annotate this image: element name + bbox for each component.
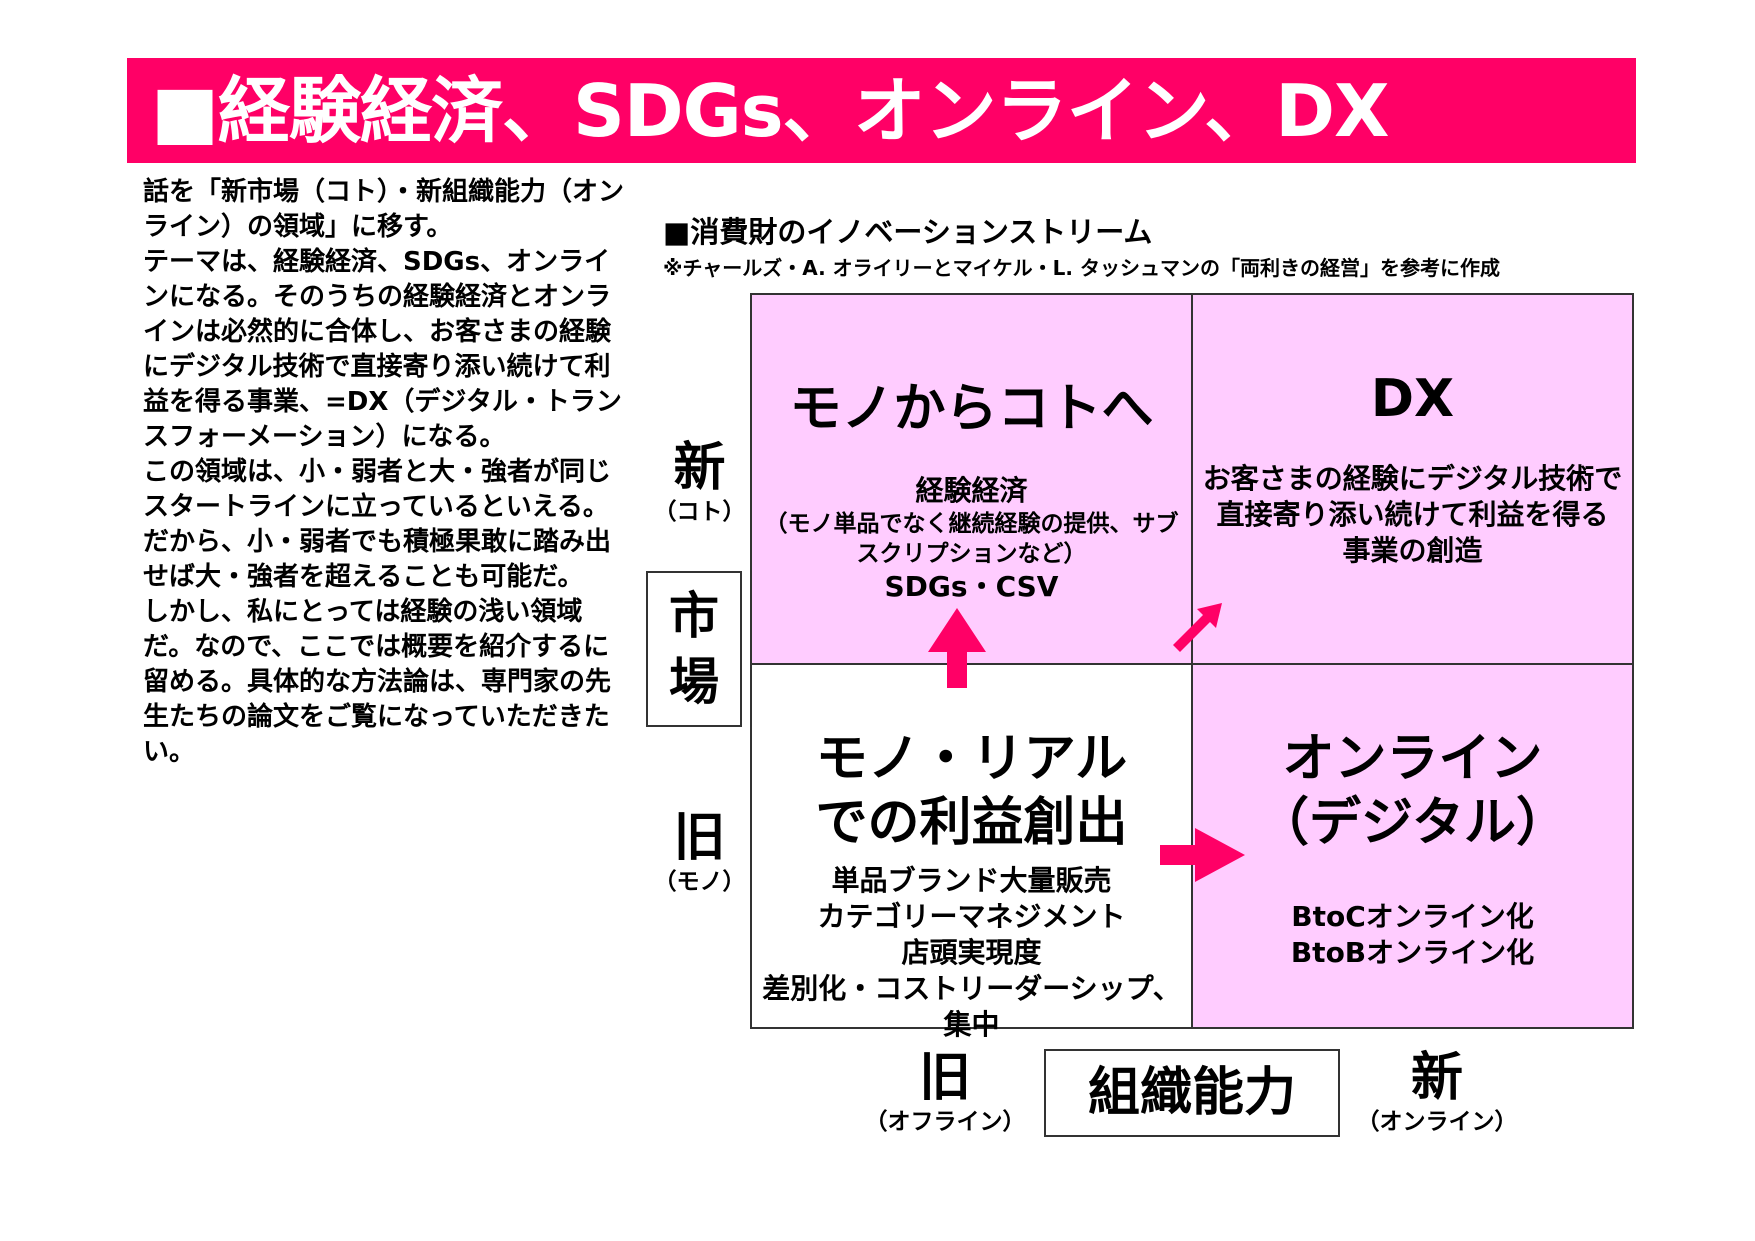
x-axis-old-sub: （オフライン） bbox=[864, 1109, 1026, 1135]
y-axis-old-label: 旧 bbox=[673, 808, 726, 868]
quadrant-text: 直接寄り添い続けて利益を得る bbox=[1216, 498, 1609, 531]
y-axis-name-line1: 市 bbox=[669, 587, 719, 645]
diagram-note: ※チャールズ・A. オライリーとマイケル・L. タッシュマンの「両利きの経営」を… bbox=[663, 256, 1500, 280]
up-arrow bbox=[928, 608, 986, 688]
quadrant-text: BtoCオンライン化 bbox=[1291, 900, 1534, 933]
quadrant-title: DX bbox=[1370, 369, 1455, 429]
quadrant-bottom-left: モノ・リアル での利益創出 単品ブランド大量販売 カテゴリーマネジメント 店頭実… bbox=[752, 665, 1193, 1041]
intro-paragraph: 話を「新市場（コト）・新組織能力（オンライン）の領域」に移す。 bbox=[143, 177, 625, 242]
quadrant-bottom-right: オンライン （デジタル） BtoCオンライン化 BtoBオンライン化 bbox=[1193, 665, 1632, 1027]
quadrant-text: BtoBオンライン化 bbox=[1290, 936, 1535, 969]
intro-paragraph: テーマは、経験経済、SDGs、オンラインになる。そのうちの経験経済とオンラインは… bbox=[143, 247, 622, 452]
quadrant-text: SDGs・CSV bbox=[884, 570, 1059, 603]
quadrant-title: での利益創出 bbox=[815, 793, 1128, 853]
quadrant-text: 事業の創造 bbox=[1342, 534, 1483, 567]
page-title: ■経験経済、SDGs、オンライン、DX bbox=[151, 69, 1390, 153]
quadrant-title: （デジタル） bbox=[1257, 793, 1568, 853]
quadrant-text: スクリプションなど） bbox=[856, 541, 1087, 567]
x-axis-old-label: 旧 bbox=[918, 1048, 971, 1108]
quadrant-text: 差別化・コストリーダーシップ、集中 bbox=[762, 972, 1181, 1041]
quadrant-grid: モノからコトへ 経験経済 （モノ単品でなく継続経験の提供、サブ スクリプションな… bbox=[750, 293, 1634, 1041]
quadrant-text: お客さまの経験にデジタル技術で bbox=[1202, 462, 1623, 495]
x-axis-old: 旧 （オフライン） bbox=[860, 1048, 1030, 1136]
quadrant-title: オンライン bbox=[1282, 729, 1543, 789]
quadrant-title: モノからコトへ bbox=[789, 379, 1154, 439]
intro-paragraph: この領域は、小・弱者と大・強者が同じスタートラインに立っているといえる。だから、… bbox=[143, 457, 612, 592]
x-axis-new-label: 新 bbox=[1410, 1048, 1463, 1108]
quadrant-text: 店頭実現度 bbox=[901, 936, 1042, 969]
quadrant-text: （モノ単品でなく継続経験の提供、サブ bbox=[764, 511, 1179, 537]
intro-text: 話を「新市場（コト）・新組織能力（オンライン）の領域」に移す。 テーマは、経験経… bbox=[143, 175, 633, 770]
x-axis-new: 新 （オンライン） bbox=[1352, 1048, 1522, 1136]
intro-paragraph: しかし、私にとっては経験の浅い領域だ。なので、ここでは概要を紹介するに留める。具… bbox=[143, 597, 612, 767]
right-arrow bbox=[1160, 828, 1245, 882]
quadrant-top-right: DX お客さまの経験にデジタル技術で 直接寄り添い続けて利益を得る 事業の創造 bbox=[1193, 295, 1632, 665]
y-axis-name-line2: 場 bbox=[669, 653, 719, 711]
y-axis-new: 新 （コト） bbox=[652, 438, 747, 526]
x-axis-name: 組織能力 bbox=[1087, 1063, 1296, 1123]
y-axis-old: 旧 （モノ） bbox=[652, 808, 747, 896]
y-axis-name-box: 市 場 bbox=[646, 571, 742, 727]
diagonal-arrow bbox=[1158, 603, 1222, 652]
y-axis-new-sub: （コト） bbox=[653, 499, 746, 525]
title-bar: ■経験経済、SDGs、オンライン、DX bbox=[127, 58, 1636, 163]
diagram-title: ■消費財のイノベーションストリーム bbox=[663, 215, 1153, 249]
x-axis-new-sub: （オンライン） bbox=[1356, 1109, 1518, 1135]
quadrant-top-left: モノからコトへ 経験経済 （モノ単品でなく継続経験の提供、サブ スクリプションな… bbox=[752, 295, 1193, 665]
quadrant-title: モノ・リアル bbox=[815, 729, 1128, 789]
quadrant-text: カテゴリーマネジメント bbox=[817, 900, 1126, 933]
quadrant-text: 単品ブランド大量販売 bbox=[831, 864, 1112, 897]
x-axis-name-box: 組織能力 bbox=[1044, 1049, 1340, 1137]
y-axis-old-sub: （モノ） bbox=[653, 869, 746, 895]
quadrant-text: 経験経済 bbox=[915, 474, 1028, 507]
y-axis-new-label: 新 bbox=[673, 438, 726, 498]
